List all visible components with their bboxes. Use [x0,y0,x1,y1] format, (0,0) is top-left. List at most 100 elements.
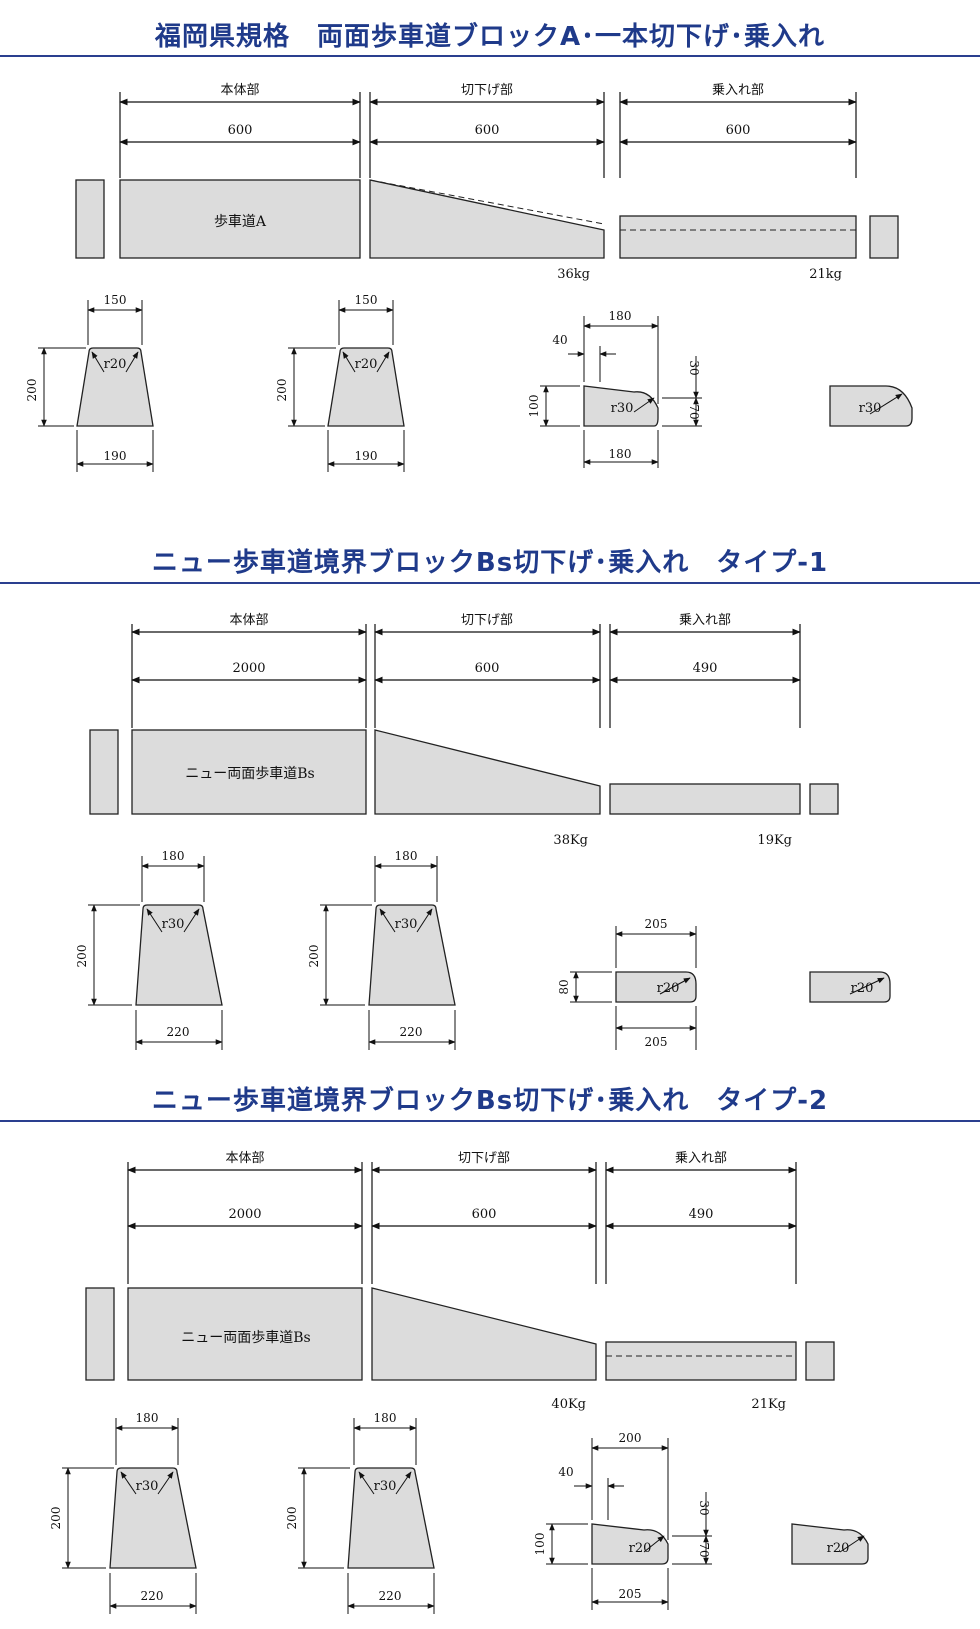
dim-top: 150 [355,293,378,307]
main-block [119,179,361,259]
adjacent-block-right [809,783,839,815]
dim-bottom: 180 [609,447,632,461]
dim-radius: r20 [629,1541,652,1556]
dim-radius: r30 [395,917,418,932]
dim-bottom: 220 [167,1025,190,1039]
main-block [127,1287,363,1381]
dim-height: 200 [307,945,321,968]
dim-upper: 30 [687,360,701,375]
title-rule [0,55,980,57]
cross-section-3: 180 40 100 30 70 r30 180 [527,309,702,468]
dim-bottom: 190 [104,449,127,463]
cross-section-1: 180 200 r30 220 [49,1411,197,1614]
label-entry: 乗入れ部 [679,613,731,628]
elevation-diagram: 本体部 切下げ部 乗入れ部 600 600 600 歩車道A 36kg 21kg [25,83,913,472]
dim-height: 200 [25,379,39,402]
adjacent-block-left [89,729,119,815]
section-1: 福岡県規格 両面歩車道ブロックA･一本切下げ･乗入れ 本体部 切下げ部 乗入れ部… [0,0,980,520]
entry-block [605,1341,797,1381]
cross-section-2: 180 200 r30 220 [307,849,456,1050]
weight-cut: 36kg [557,267,590,282]
main-block [131,729,367,815]
dim-height: 100 [527,395,541,418]
dim-radius: r20 [851,981,874,996]
entry-block [609,783,801,815]
length-entry: 490 [693,661,718,676]
dim-bottom: 205 [645,1035,668,1049]
title-rule [0,582,980,584]
entry-block [619,215,857,259]
cut-block [374,729,601,815]
dim-upper: 30 [697,1500,711,1515]
label-cut: 切下げ部 [461,83,513,98]
label-entry: 乗入れ部 [675,1151,727,1166]
dim-bottom: 220 [400,1025,423,1039]
weight-cut: 38Kg [553,833,588,848]
cross-section-4: r20 [809,971,891,1003]
dim-offset: 40 [558,1465,573,1479]
dim-height: 200 [285,1507,299,1530]
cross-section-1: 150 200 r20 190 [25,293,154,472]
section-2: ニュー歩車道境界ブロックBs切下げ･乗入れ タイプ-1 本体部 切下げ部 乗入れ… [0,520,980,1050]
dim-top: 180 [162,849,185,863]
section-title: ニュー歩車道境界ブロックBs切下げ･乗入れ タイプ-1 [151,548,829,578]
label-main: 本体部 [225,1151,264,1166]
dim-lower: 70 [687,404,701,419]
dim-top: 180 [395,849,418,863]
length-main: 2000 [228,1207,261,1222]
length-main: 2000 [232,661,265,676]
dim-top: 205 [645,917,668,931]
section-title: 福岡県規格 両面歩車道ブロックA･一本切下げ･乗入れ [154,22,826,52]
adjacent-block-right [869,215,899,259]
dim-height: 100 [533,1533,547,1556]
length-main: 600 [228,123,253,138]
dim-top: 180 [136,1411,159,1425]
dim-top: 200 [619,1431,642,1445]
length-cut: 600 [475,661,500,676]
dim-offset: 40 [552,333,567,347]
section-title: ニュー歩車道境界ブロックBs切下げ･乗入れ タイプ-2 [151,1086,829,1116]
cross-section-4: r20 [791,1523,869,1565]
dim-bottom: 205 [619,1587,642,1601]
cross-section-2: 180 200 r30 220 [285,1411,435,1614]
dim-height: 200 [75,945,89,968]
cross-section-3: 200 40 100 30 70 r20 205 [533,1431,712,1610]
cross-section-4: r30 [829,385,913,427]
dim-radius: r20 [827,1541,850,1556]
weight-entry: 21Kg [751,1397,786,1412]
dim-lower: 70 [697,1542,711,1557]
weight-cut: 40Kg [551,1397,586,1412]
dim-height: 200 [49,1507,63,1530]
dim-height: 80 [557,979,571,994]
weight-entry: 21kg [809,267,842,282]
adjacent-block-left [85,1287,115,1381]
dim-radius: r30 [611,401,634,416]
cross-section-3: 205 80 r20 205 [557,917,697,1050]
dim-top: 180 [609,309,632,323]
dim-radius: r30 [859,401,882,416]
dim-height: 200 [275,379,289,402]
label-entry: 乗入れ部 [712,83,764,98]
cross-section-1: 180 200 r30 220 [75,849,223,1050]
length-cut: 600 [475,123,500,138]
dim-radius: r30 [162,917,185,932]
dim-top: 150 [104,293,127,307]
section-3: ニュー歩車道境界ブロックBs切下げ･乗入れ タイプ-2 本体部 切下げ部 乗入れ… [0,1062,980,1629]
dim-radius: r20 [104,357,127,372]
dim-radius: r20 [657,981,680,996]
cross-section-2: 150 200 r20 190 [275,293,405,472]
dim-radius: r30 [374,1479,397,1494]
elevation-diagram: 本体部 切下げ部 乗入れ部 2000 600 490 ニュー両面歩車道Bs 40… [49,1151,869,1614]
adjacent-block-right [805,1341,835,1381]
adjacent-block-left [75,179,105,259]
dim-top: 180 [374,1411,397,1425]
dim-bottom: 190 [355,449,378,463]
label-cut: 切下げ部 [461,613,513,628]
label-main: 本体部 [229,613,268,628]
block-name: 歩車道A [214,213,267,230]
elevation-diagram: 本体部 切下げ部 乗入れ部 2000 600 490 ニュー両面歩車道Bs 38… [75,613,891,1050]
dim-radius: r30 [136,1479,159,1494]
label-cut: 切下げ部 [458,1151,510,1166]
label-main: 本体部 [220,83,259,98]
length-cut: 600 [472,1207,497,1222]
